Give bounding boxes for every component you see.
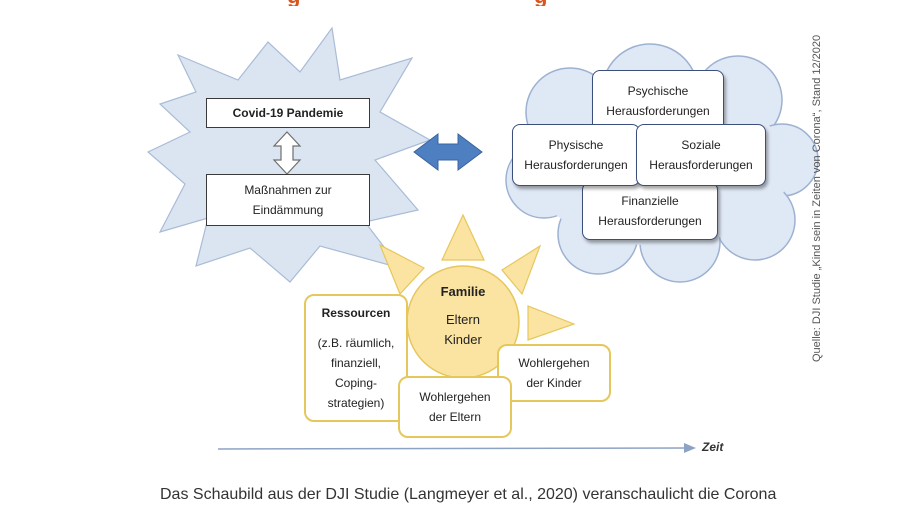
resources-line1: (z.B. räumlich, [317, 336, 395, 350]
sun-ray-upper-left [378, 243, 425, 296]
social-challenges-line1: Soziale [681, 138, 721, 152]
family-label-group: Familie Eltern Kinder [404, 282, 522, 350]
containment-measures-line2: Eindämmung [252, 203, 324, 217]
sun-ray-right [527, 305, 576, 341]
time-axis-label: Zeit [702, 440, 724, 454]
resources-line3: Coping- [334, 376, 378, 390]
physical-challenges-line2: Herausforderungen [524, 158, 628, 172]
figure-caption: Das Schaubild aus der DJI Studie (Langme… [160, 486, 777, 503]
sun-ray-upper-right [501, 244, 542, 296]
psychological-challenges-line2: Herausforderungen [606, 104, 710, 118]
physical-challenges-box: Physische Herausforderungen [512, 124, 640, 186]
resources-box: Ressourcen (z.B. räumlich, finanziell, C… [304, 294, 408, 422]
physical-challenges-line1: Physische [548, 138, 604, 152]
wellbeing-children-line1: Wohlergehen [518, 356, 590, 370]
family-title: Familie [440, 284, 486, 299]
sun-ray-top [441, 213, 485, 261]
resources-title: Ressourcen [321, 306, 391, 320]
title-fragment: g g [0, 0, 900, 6]
social-challenges-box: Soziale Herausforderungen [636, 124, 766, 186]
time-axis-line [217, 447, 689, 450]
family-parents: Eltern [446, 312, 480, 327]
psychological-challenges-line1: Psychische [627, 84, 689, 98]
time-axis-arrowhead-icon [684, 443, 696, 453]
wellbeing-children-line2: der Kinder [526, 376, 582, 390]
psychological-challenges-box: Psychische Herausforderungen [592, 70, 724, 132]
resources-line4: strategien) [327, 396, 385, 410]
source-note: Quelle: DJI Studie „Kind sein in Zeiten … [811, 34, 823, 362]
containment-measures-box: Maßnahmen zur Eindämmung [206, 174, 370, 226]
title-fragment-left: g [287, 0, 301, 6]
bidirectional-arrow-icon [413, 133, 483, 171]
covid-pandemic-box: Covid-19 Pandemie [206, 98, 370, 128]
wellbeing-parents-line2: der Eltern [428, 410, 482, 424]
wellbeing-parents-line1: Wohlergehen [419, 390, 491, 404]
family-children: Kinder [444, 332, 482, 347]
containment-measures-line1: Maßnahmen zur [244, 183, 332, 197]
covid-pandemic-label: Covid-19 Pandemie [232, 106, 344, 120]
wellbeing-children-box: Wohlergehen der Kinder [497, 344, 611, 402]
social-challenges-line2: Herausforderungen [649, 158, 753, 172]
title-fragment-right: g [534, 0, 548, 6]
wellbeing-parents-box: Wohlergehen der Eltern [398, 376, 512, 438]
financial-challenges-line1: Finanzielle [621, 194, 679, 208]
financial-challenges-box: Finanzielle Herausforderungen [582, 182, 718, 240]
resources-line2: finanziell, [330, 356, 382, 370]
financial-challenges-line2: Herausforderungen [598, 214, 702, 228]
